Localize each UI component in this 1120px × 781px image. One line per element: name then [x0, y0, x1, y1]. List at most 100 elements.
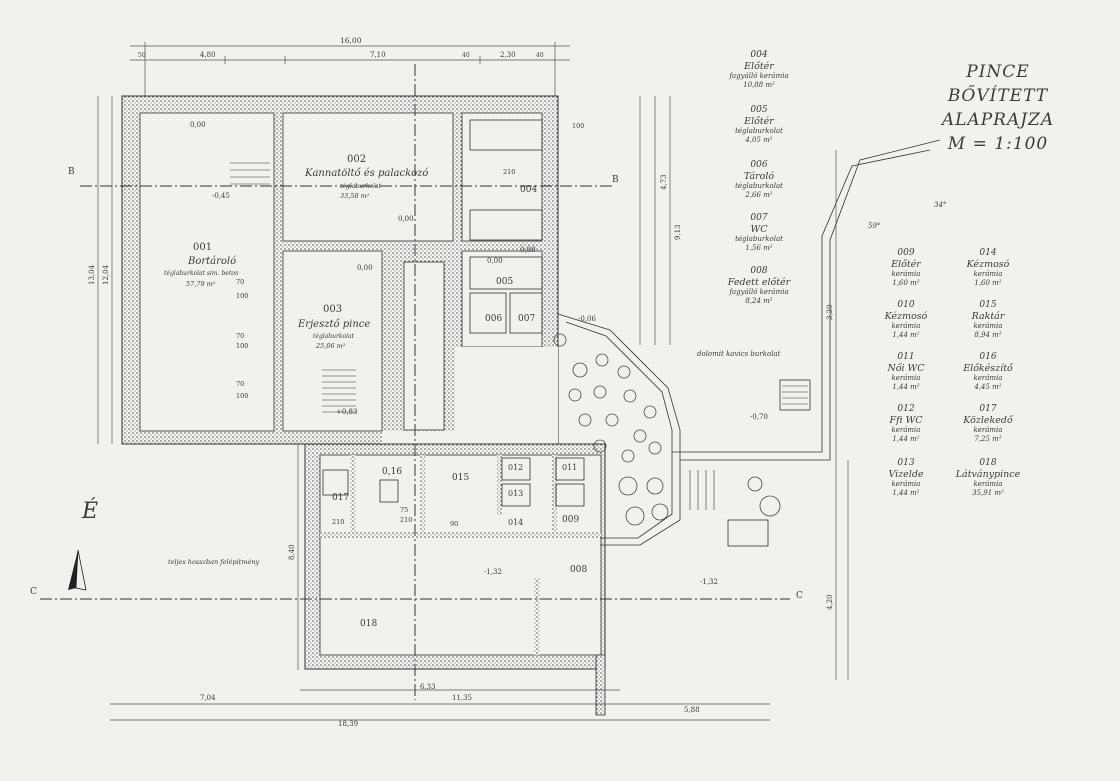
room-002-material: téglaburkolat: [340, 183, 382, 190]
title-line-1: PINCE: [966, 62, 1030, 82]
room-002-no: 002: [347, 154, 366, 165]
room-013: 013: [508, 489, 523, 498]
small-rooms-outline: [469, 119, 543, 334]
dim-bottom-d: 6,33: [420, 683, 436, 691]
top-dimensions: [130, 42, 570, 100]
door-8: 100: [236, 392, 248, 400]
dim-left-b: 12,04: [102, 264, 110, 285]
room-003-material: téglaburkolat: [313, 333, 355, 340]
dim-bottom-a: 7,04: [200, 694, 216, 702]
lower-cellar-walls: [304, 443, 606, 716]
level-1: 0,00: [190, 121, 206, 129]
door-5: 70: [236, 332, 244, 340]
room-009: 009: [562, 515, 579, 525]
dim-top-b: 7,10: [370, 51, 386, 59]
title-line-2: BŐVÍTETT: [947, 86, 1049, 106]
dim-left-a: 13,04: [88, 264, 96, 285]
dim-top-d3: 40: [536, 52, 544, 59]
door-6: 100: [236, 342, 248, 350]
room-017: 017: [332, 493, 349, 503]
room-002-name: Kannatöltő és palackozó: [304, 168, 428, 179]
north-arrow-icon: [68, 549, 87, 591]
dim-right-c: 4,20: [826, 594, 834, 610]
room-011: 011: [562, 463, 577, 472]
angle-label: 34°: [934, 201, 946, 209]
dim-top-a: 4,80: [200, 51, 216, 59]
door-1: 100: [572, 122, 584, 130]
room-003-name: Erjesztő pince: [297, 319, 370, 330]
upper-cellar-walls: [121, 95, 559, 445]
level-4: 0,00: [357, 264, 373, 272]
level-3: -0,45: [212, 192, 230, 200]
dim-bottom-c: 5,88: [684, 706, 700, 714]
door-4: 100: [236, 292, 248, 300]
room-014: 014: [508, 518, 523, 527]
door-3: 70: [236, 278, 244, 286]
room-010: 0,16: [382, 467, 402, 477]
room-003-area: 25,06 m²: [315, 342, 346, 350]
level-11: +0,83: [336, 408, 357, 416]
dim-right-b: 4,73: [660, 174, 668, 190]
level-7: -0,06: [578, 315, 596, 323]
north-mark: É: [81, 497, 98, 524]
room-004: 004: [520, 185, 537, 195]
gravel-note: dolomit kavics burkolat: [697, 350, 781, 358]
title-scale: M = 1:100: [947, 134, 1049, 154]
level-6: 0,00: [487, 257, 503, 265]
dim-left-c: 8,40: [288, 544, 296, 560]
level-8: -0,70: [750, 413, 768, 421]
section-b-right: B: [612, 175, 619, 185]
door-10: 210: [332, 518, 344, 526]
dim-top-c: 2,30: [500, 51, 516, 59]
dim-top-d2: 40: [462, 52, 470, 59]
angle-label-2: 59°: [868, 222, 880, 230]
room-006: 006: [485, 314, 502, 324]
room-005: 005: [496, 277, 513, 287]
room-018: 018: [360, 619, 377, 629]
door-12: 210: [400, 516, 412, 524]
room-002-area: 33,58 m²: [340, 192, 370, 200]
garden-plants: [553, 333, 781, 526]
dim-top-total: 16,00: [340, 36, 362, 45]
dim-bottom-total: 18,39: [338, 720, 358, 728]
room-007: 007: [518, 314, 535, 324]
title-line-3: ALAPRAJZA: [941, 110, 1055, 130]
room-008: 008: [570, 565, 587, 575]
room-001-area: 57,79 m²: [186, 280, 216, 288]
room-015: 015: [452, 473, 469, 483]
section-c-left: C: [30, 587, 37, 597]
room-001-material: téglaburkolat sim. beton: [164, 270, 239, 277]
section-b-left: B: [68, 167, 75, 177]
level-10: -1,32: [700, 578, 718, 586]
left-dimensions: [97, 96, 770, 721]
door-2: 210: [503, 168, 515, 176]
right-dimensions: [639, 96, 849, 680]
level-2: 0,00: [398, 215, 414, 223]
level-5: 0,00: [520, 246, 536, 254]
door-9: 90: [450, 520, 458, 528]
drawing-title: PINCE BŐVÍTETT ALAPRAJZA M = 1:100: [928, 60, 1068, 156]
door-11: 75: [400, 506, 408, 514]
room-003-no: 003: [323, 304, 342, 315]
terrace: [557, 139, 941, 547]
stairs: [230, 162, 808, 510]
room-001-no: 001: [193, 242, 212, 253]
dim-bottom-b: 11,35: [452, 694, 472, 702]
dim-right-a: 9,13: [674, 224, 682, 240]
dim-right-d: 3,20: [826, 304, 834, 320]
